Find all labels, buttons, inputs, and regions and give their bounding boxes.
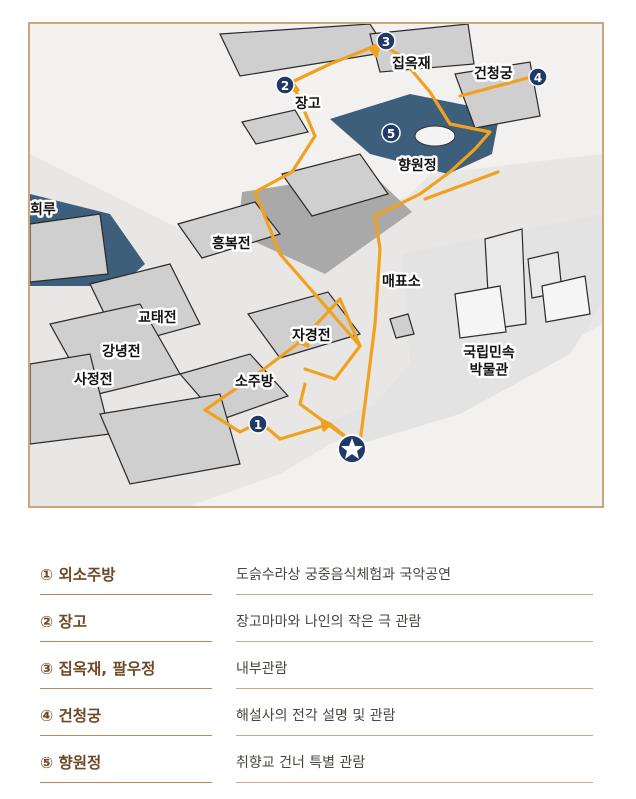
label-heungbokjeon: 흥복전 bbox=[212, 235, 251, 252]
legend-title-4: ④ 건청궁 bbox=[40, 701, 212, 736]
legend-row-5: ⑤ 향원정 취향교 건너 특별 관람 bbox=[40, 748, 593, 795]
label-sojubang: 소주방 bbox=[235, 373, 274, 390]
marker-2[interactable]: 2 bbox=[275, 75, 295, 95]
legend-row-4: ④ 건청궁 해설사의 전각 설명 및 관람 bbox=[40, 701, 593, 748]
label-gyeonghoeru: 회루 bbox=[30, 202, 56, 218]
legend-desc-4: 해설사의 전각 설명 및 관람 bbox=[236, 701, 593, 736]
svg-text:3: 3 bbox=[382, 35, 390, 49]
palace-map: 1 2 3 4 5 집옥재 장고 건청궁 향원정 회루 bbox=[28, 22, 604, 508]
museum-buildings bbox=[454, 228, 591, 339]
label-geoncheonggung: 건청궁 bbox=[474, 65, 513, 82]
svg-text:4: 4 bbox=[534, 71, 542, 85]
label-gyotaejeon: 교태전 bbox=[138, 309, 177, 326]
legend-desc-2: 장고마마와 나인의 작은 극 관람 bbox=[236, 607, 593, 642]
legend-desc-3: 내부관람 bbox=[236, 654, 593, 689]
legend-row-3: ③ 집옥재, 팔우정 내부관람 bbox=[40, 654, 593, 701]
label-jagyeongjeon: 자경전 bbox=[292, 327, 331, 344]
marker-4[interactable]: 4 bbox=[528, 67, 548, 87]
legend-title-3: ③ 집옥재, 팔우정 bbox=[40, 654, 212, 689]
label-hyangwonjeong: 향원정 bbox=[398, 157, 437, 174]
marker-3[interactable]: 3 bbox=[376, 31, 396, 51]
tour-route bbox=[203, 42, 537, 444]
legend-title-1: ① 외소주방 bbox=[40, 560, 212, 595]
hyangwonjeong-pavilion bbox=[414, 125, 456, 147]
svg-text:1: 1 bbox=[254, 418, 262, 432]
legend-title-5: ⑤ 향원정 bbox=[40, 748, 212, 783]
marker-1[interactable]: 1 bbox=[248, 414, 268, 434]
legend-desc-5: 취향교 건너 특별 관람 bbox=[236, 748, 593, 783]
map-illustration: 1 2 3 4 5 집옥재 장고 건청궁 향원정 회루 bbox=[30, 24, 602, 506]
legend-row-2: ② 장고 장고마마와 나인의 작은 극 관람 bbox=[40, 607, 593, 654]
palace-buildings bbox=[30, 24, 541, 485]
legend-title-2: ② 장고 bbox=[40, 607, 212, 642]
label-sajeongjeon: 사정전 bbox=[74, 371, 113, 388]
legend-row-1: ① 외소주방 도슭수라상 궁중음식체험과 국악공연 bbox=[40, 560, 593, 607]
svg-text:5: 5 bbox=[387, 127, 395, 141]
svg-text:2: 2 bbox=[281, 79, 289, 93]
marker-5[interactable]: 5 bbox=[381, 123, 401, 143]
start-star-icon[interactable] bbox=[337, 434, 367, 464]
label-maepyoso: 매표소 bbox=[382, 274, 421, 290]
label-jango: 장고 bbox=[295, 95, 321, 112]
label-jipokjae: 집옥재 bbox=[392, 55, 431, 72]
program-legend: ① 외소주방 도슭수라상 궁중음식체험과 국악공연 ② 장고 장고마마와 나인의… bbox=[40, 560, 593, 795]
legend-desc-1: 도슭수라상 궁중음식체험과 국악공연 bbox=[236, 560, 593, 595]
label-gangnyeongjeon: 강녕전 bbox=[102, 343, 141, 360]
